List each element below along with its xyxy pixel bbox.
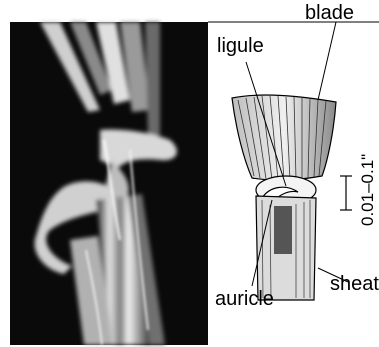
label-ligule: ligule xyxy=(217,35,264,57)
label-scale: 0.01–0.1" xyxy=(358,154,377,226)
grass-stem-photo xyxy=(10,22,208,345)
ligule-drawing xyxy=(208,22,379,300)
scale-bracket xyxy=(340,176,352,210)
label-sheath: sheath xyxy=(330,273,379,295)
label-auricle: auricle xyxy=(215,288,274,310)
blade-pointer xyxy=(318,22,336,100)
label-blade: blade xyxy=(305,2,354,24)
